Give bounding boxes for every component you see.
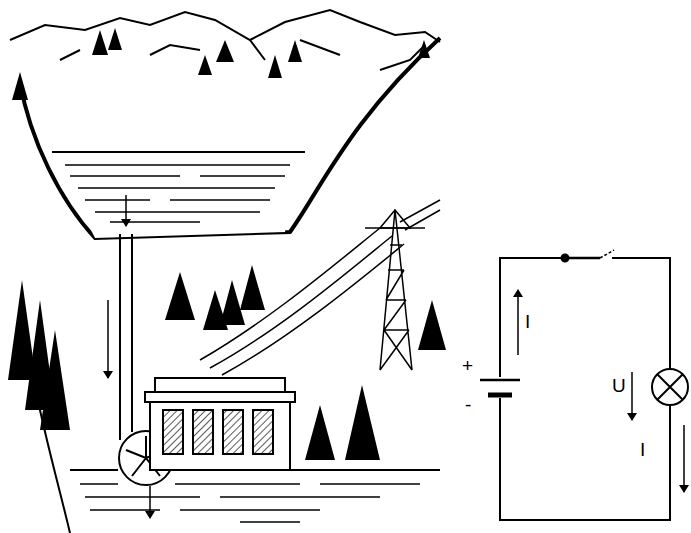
trees-part [220,280,245,325]
circuit-part [500,398,670,520]
penstock-part [125,195,127,226]
power-lines-part [200,228,380,360]
turbine-part [149,486,151,518]
circuit-part [480,379,520,382]
penstock-part [131,234,133,432]
power-lines-part [380,210,412,370]
trees [8,28,446,460]
trees-part [165,272,195,320]
basin-part [65,165,290,222]
power-house-part [223,410,243,454]
trees-part [92,30,108,55]
power-lines [200,200,440,375]
power-lines-part [222,244,404,375]
power-house-part [150,402,290,470]
trees-part [40,330,70,430]
tailwater-part [85,496,200,497]
tailwater-part [220,496,380,497]
basin-part [95,211,260,212]
power-lines-part [400,200,440,222]
voltage-label: U [612,376,626,396]
basin-part [170,199,270,200]
power-lines-part [210,236,392,368]
penstock [108,195,132,440]
basin-part [85,199,150,200]
trees-part [418,40,430,58]
basin-part [200,175,285,176]
trees-part [12,72,28,100]
circuit-part [500,258,565,377]
trees-part [305,405,335,460]
basin-part [52,151,305,153]
tailwater-part [80,484,420,522]
circuit-part [657,374,683,400]
tailwater-part [320,483,420,484]
penstock-part [107,300,109,378]
basin-part [78,187,275,188]
tailwater-part [70,469,118,471]
tailwater-part [90,509,160,510]
circuit-part [683,425,685,492]
trees-part [198,55,212,75]
circuit-part [612,258,670,369]
polarity-sign: + [462,356,473,376]
power-lines-part [365,227,425,229]
penstock-part [119,234,121,440]
current-label: I [640,440,645,460]
power-house [145,378,295,470]
current-label: I [525,312,530,332]
basin-part [20,38,440,238]
trees-part [108,28,122,50]
power-house-part [163,410,183,454]
circuit-part [517,290,519,355]
power-house-part [145,392,295,402]
basin-part [70,175,180,176]
trees-part [418,300,446,350]
mountains-part [60,45,200,60]
basin-part [110,221,200,222]
trees-part [288,40,302,62]
basin-part [52,152,300,238]
power-house-part [155,378,285,392]
basin [20,38,440,238]
power-house-part [253,410,273,454]
trees-part [345,385,380,460]
tailwater [30,360,440,533]
mountains-part [10,10,440,42]
tailwater-part [240,521,300,522]
circuit-part [488,393,512,398]
circuit-part [631,372,633,420]
tailwater-part [180,509,320,510]
circuit-part [652,369,688,405]
mountains [10,10,440,70]
basin-part [65,164,290,165]
power-house-part [193,410,213,454]
trees-part [240,265,265,310]
circuit-part [565,257,600,260]
power-lines-part [405,210,440,230]
circuit [480,250,688,520]
trees-part [268,55,282,78]
polarity-sign: - [465,395,471,415]
tailwater-part [175,483,300,484]
circuit-part [600,250,614,258]
trees-part [216,40,234,62]
tailwater-part [80,483,118,484]
